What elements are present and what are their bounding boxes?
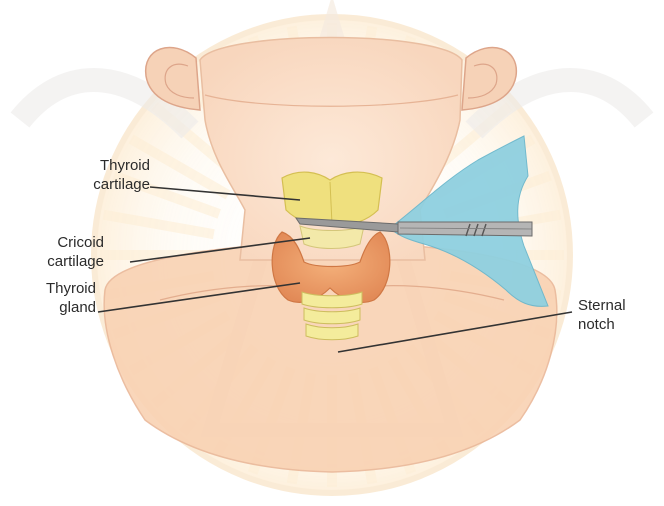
label-sternal-notch: Sternal notch: [578, 296, 662, 334]
tracheal-rings: [302, 292, 362, 340]
label-thyroid-cartilage: Thyroid cartilage: [58, 156, 150, 194]
label-cricoid-cartilage: Cricoid cartilage: [6, 233, 104, 271]
label-thyroid-gland: Thyroid gland: [2, 279, 96, 317]
